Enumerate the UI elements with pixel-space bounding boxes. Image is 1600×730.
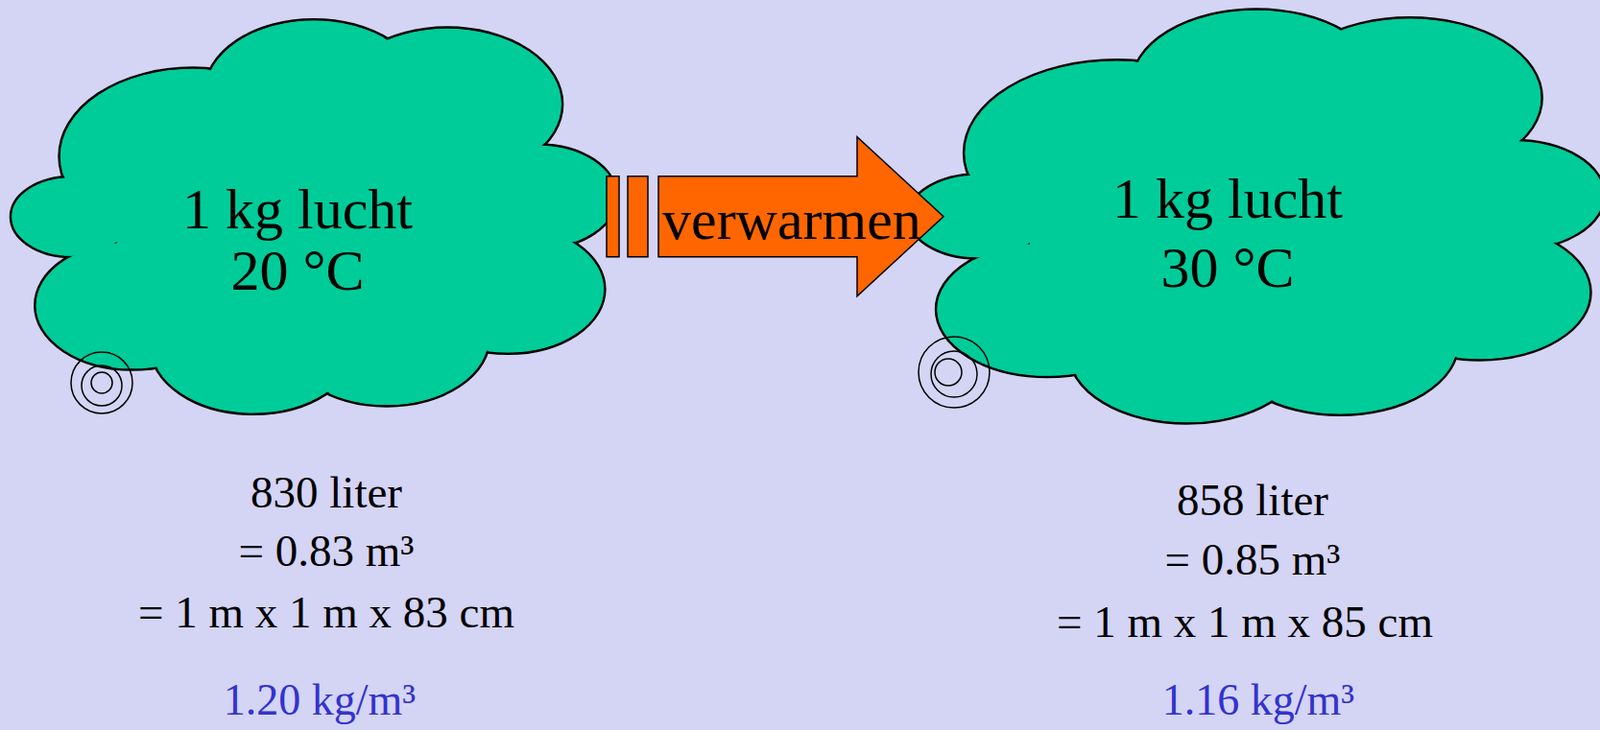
tail-circle <box>91 372 113 394</box>
tail-circle <box>931 351 978 398</box>
volume-label: = 1 m x 1 m x 85 cm <box>1056 599 1433 645</box>
density-label: 1.20 kg/m³ <box>223 678 416 723</box>
density-label: 1.16 kg/m³ <box>1162 678 1355 723</box>
arrow-body <box>658 137 944 297</box>
cloud-outline <box>10 19 618 415</box>
cloud-fill <box>12 21 617 413</box>
cloud-text: 30 °C <box>1160 238 1294 297</box>
cloud-outline <box>907 8 1600 424</box>
cloud-tail <box>71 352 133 414</box>
arrow-stripe <box>606 176 620 258</box>
tail-circle <box>918 336 990 408</box>
tail-circle <box>81 365 122 406</box>
cloud-fill-bump <box>12 178 131 257</box>
cloud-fill-bump <box>115 93 513 357</box>
cloud-fill-bump <box>1027 86 1485 363</box>
volume-label: 858 liter <box>1176 477 1329 524</box>
volume-label: = 1 m x 1 m x 83 cm <box>138 590 515 636</box>
cloud-text: 20 °C <box>230 241 364 300</box>
cloud-bump <box>113 92 514 359</box>
cloud-fill-bump <box>909 175 1047 258</box>
cloud-tail <box>918 336 990 408</box>
cloud-fill <box>909 10 1600 423</box>
volume-label: = 0.85 m³ <box>1165 537 1341 583</box>
volume-label: = 0.83 m³ <box>238 528 415 574</box>
tail-circle <box>934 358 962 386</box>
arrow-label: verwarmen <box>662 191 922 249</box>
cloud-text: 1 kg lucht <box>1112 169 1343 228</box>
cloud-node: 1 kg lucht 30 °C <box>907 4 1600 429</box>
cloud-bump <box>1026 85 1486 365</box>
cloud-node: 1 kg lucht20 °C <box>10 15 618 419</box>
cloud-text: 1 kg lucht <box>182 180 413 239</box>
volume-label: 830 liter <box>250 470 403 516</box>
block-arrow <box>606 137 944 297</box>
tail-circle <box>71 352 133 414</box>
arrow-stripe <box>627 176 648 258</box>
